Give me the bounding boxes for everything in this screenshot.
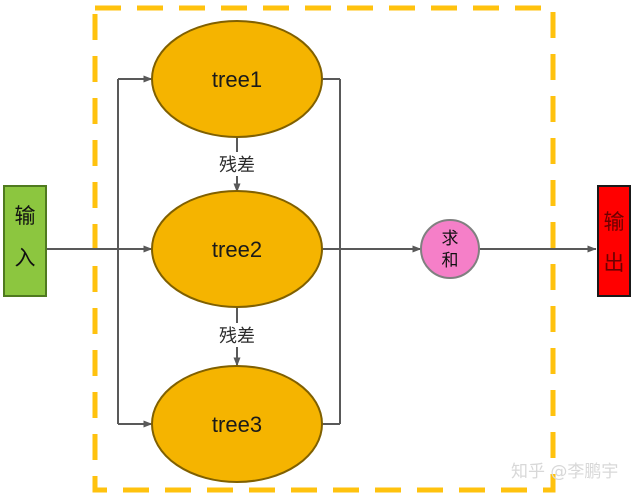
output-node-label-char-1: 输 <box>604 210 625 234</box>
tree2-node[interactable] <box>151 190 323 308</box>
output-node[interactable] <box>597 185 631 297</box>
tree3-node[interactable] <box>151 365 323 483</box>
tree3-node-label: tree3 <box>212 412 262 437</box>
input-node[interactable] <box>3 185 47 297</box>
residual-label-1: 残差 <box>219 155 255 176</box>
residual-label-2: 残差 <box>219 326 255 347</box>
input-node-label-char-2: 入 <box>15 246 36 270</box>
tree1-node[interactable] <box>151 20 323 138</box>
watermark-label: 知乎 @李鹏宇 <box>511 462 618 482</box>
sum-node-label-char-1: 求 <box>442 229 459 249</box>
output-node-label-char-2: 出 <box>604 251 625 275</box>
tree1-node-label: tree1 <box>212 67 262 92</box>
input-node-label-char-1: 输 <box>15 204 36 228</box>
sum-node[interactable] <box>420 219 480 279</box>
tree2-node-label: tree2 <box>212 237 262 262</box>
sum-node-label-char-2: 和 <box>442 251 459 271</box>
